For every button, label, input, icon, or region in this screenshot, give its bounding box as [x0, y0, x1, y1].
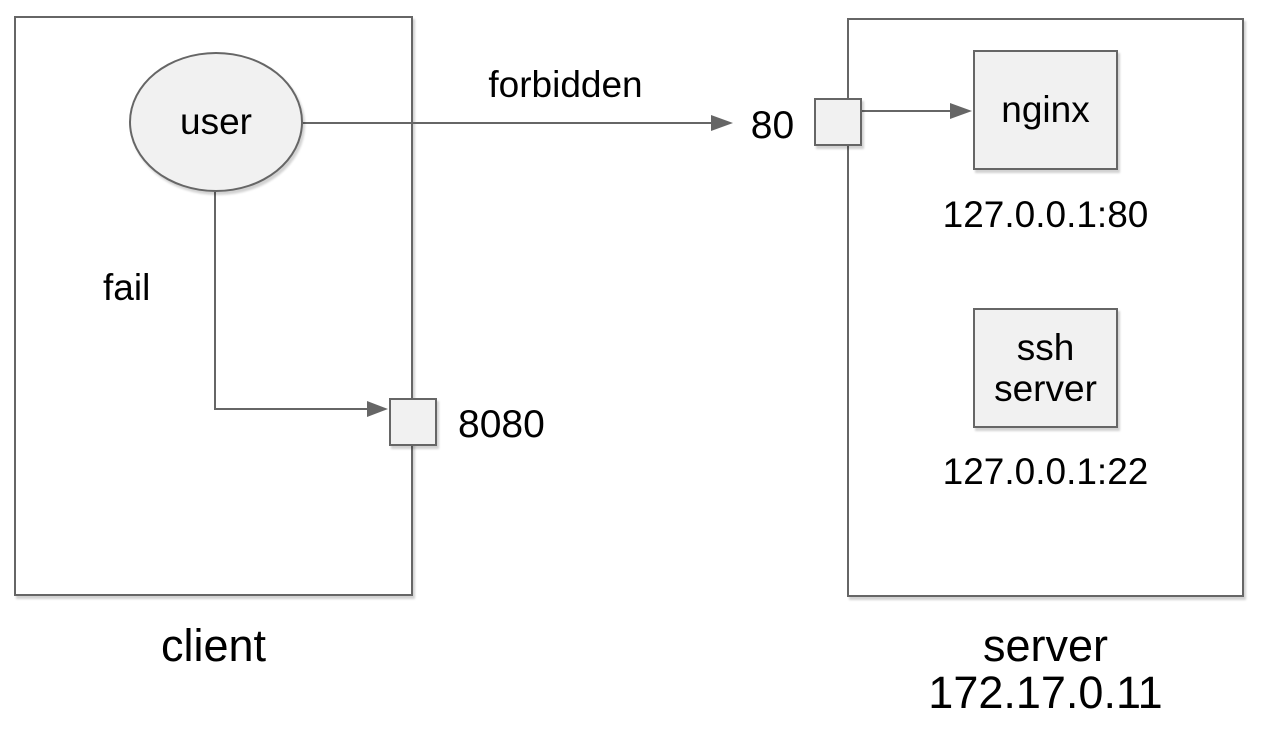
server-ip-text: 172.17.0.11 [928, 666, 1163, 718]
server-label-text: server [982, 620, 1109, 671]
port-8080-node [389, 398, 437, 446]
port-80-label: 80 [750, 104, 795, 147]
nginx-address-caption: 127.0.0.1:80 [942, 194, 1149, 235]
forbidden-edge-label: forbidden [488, 64, 643, 105]
fail-edge-label: fail [103, 267, 151, 308]
ssh-server-node: ssh server [973, 308, 1118, 428]
ssh-label-line2: server [994, 368, 1097, 409]
server-box-label: server 172.17.0.11 [847, 620, 1244, 718]
nginx-node: nginx [973, 50, 1118, 170]
client-box-label: client [160, 620, 267, 671]
user-node-label: user [180, 101, 252, 143]
ssh-label-line1: ssh [1016, 326, 1075, 368]
user-node: user [129, 52, 303, 192]
port-8080-label: 8080 [458, 403, 545, 446]
ssh-address-caption: 127.0.0.1:22 [942, 451, 1149, 492]
port-80-node [814, 98, 862, 146]
ssh-server-node-label: ssh server [994, 327, 1097, 410]
forbidden-arrowhead-icon [711, 115, 733, 131]
nginx-node-label: nginx [1001, 89, 1090, 131]
